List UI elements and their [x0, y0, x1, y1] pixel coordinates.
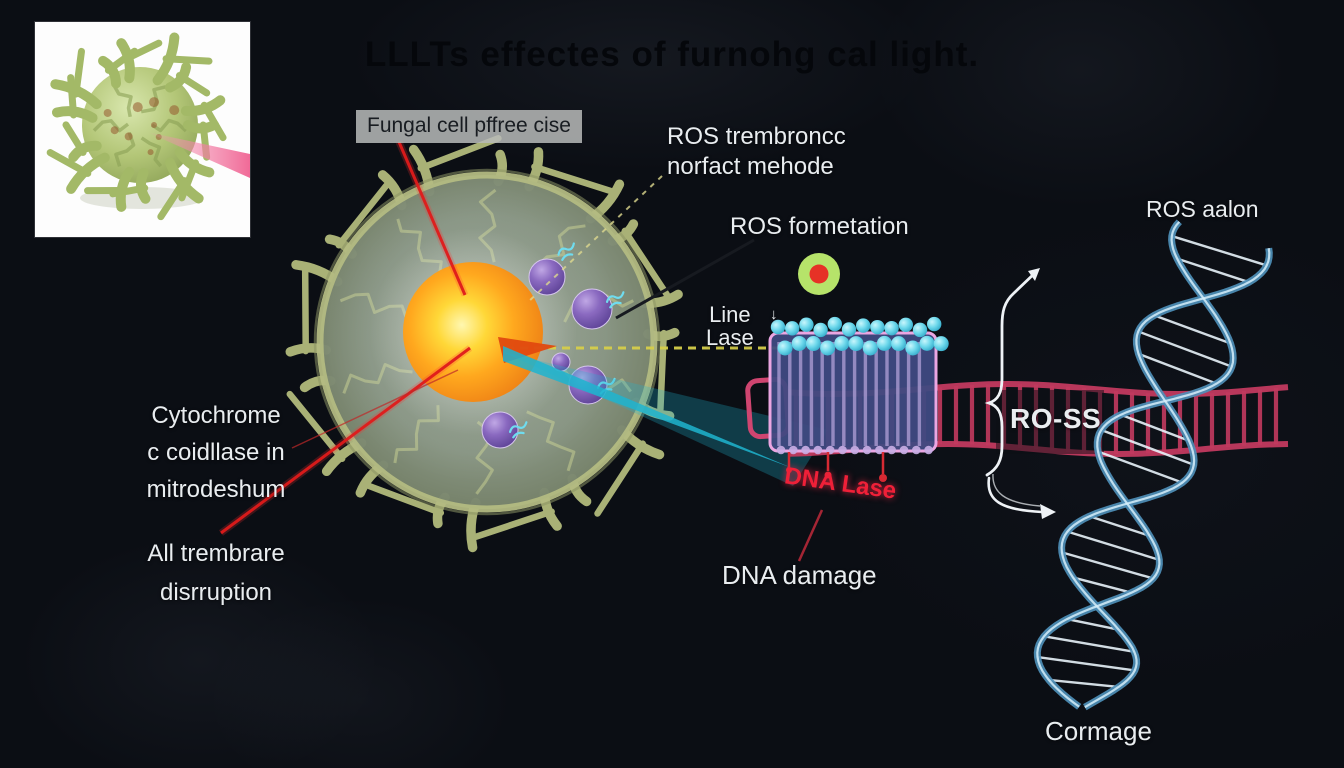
- pointer-line-dna-damage: [797, 509, 824, 562]
- lipid-head-groups: [770, 316, 949, 455]
- cormage-label: Cormage: [1045, 716, 1152, 746]
- band-dim-patch: [996, 390, 1104, 454]
- drip-arrows: [786, 452, 887, 482]
- fungal-cell-label: Fungal cell pffree cise: [356, 110, 582, 144]
- inset-cell-arms: [46, 32, 227, 221]
- ros-formation-dot: [798, 253, 840, 295]
- cytochrome-label: Cytochrome c coidllase in mitrodeshum: [146, 402, 286, 503]
- pointer-line-ros-formation: [615, 238, 755, 320]
- dna-damage-label: DNA damage: [722, 560, 877, 590]
- ros-membrane-label: ROS trembroncc norfact mehode: [667, 123, 846, 180]
- brace-and-arrows: [984, 268, 1056, 519]
- ros-aalon-label: ROS aalon: [1146, 196, 1259, 222]
- lipid-tails: [777, 342, 922, 446]
- inset-cell-speckles: [103, 97, 180, 156]
- ro-ss-label: RO-SS: [1010, 403, 1102, 434]
- inset-cell-texture: [92, 85, 188, 168]
- dashed-pointer-ros-membrane: [526, 175, 663, 304]
- inset-cell-drawing: [46, 32, 250, 221]
- membrane-disruption-label: All trembrare disrruption: [147, 540, 285, 606]
- teal-laser-beam: [503, 346, 828, 486]
- ros-formation-label: ROS formetation: [730, 213, 909, 240]
- laser-beam-from-label: [395, 140, 469, 297]
- nucleus: [323, 182, 623, 482]
- down-arrow-icon: ↓: [770, 306, 778, 323]
- diagram-title: LLLTs effectes of furnohg cal light.: [364, 35, 980, 74]
- inset-cell-body: [82, 67, 198, 183]
- inset-laser-beam: [147, 132, 250, 178]
- line-lase-label: Line Lase: [706, 302, 754, 350]
- organelle-annotation-glyphs: [508, 242, 625, 439]
- fungal-cell-inset-photo: [35, 22, 250, 237]
- dna-double-helix: [1033, 219, 1273, 711]
- laser-beam-to-disruption: [218, 345, 473, 536]
